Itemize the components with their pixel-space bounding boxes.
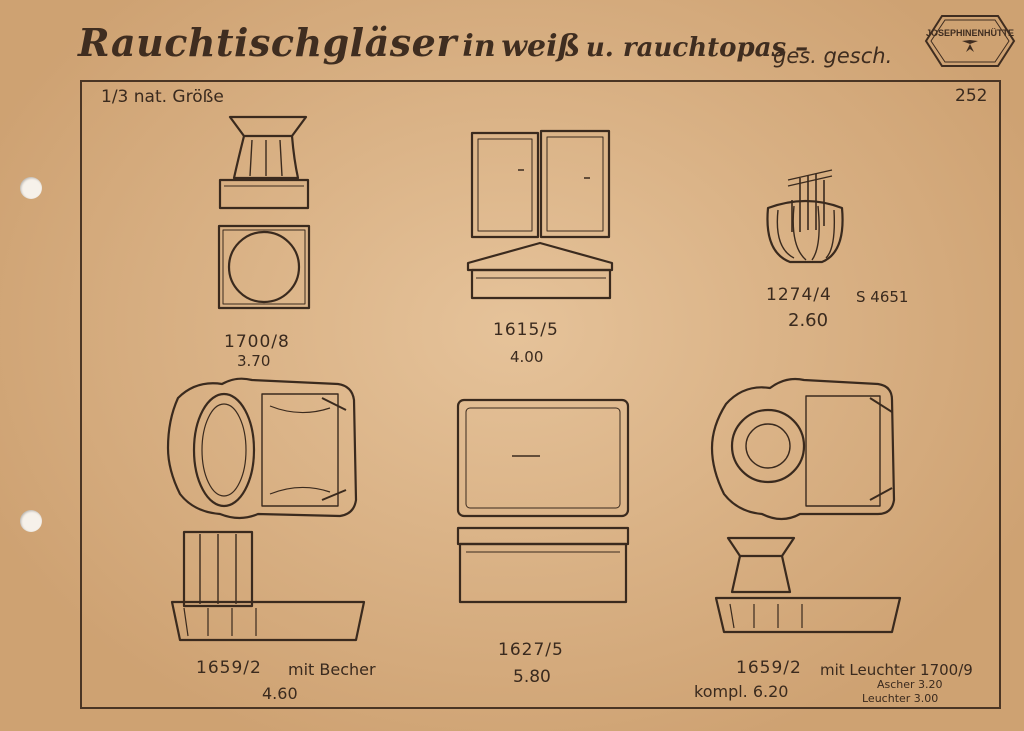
ashtray-1659-2-right — [710, 377, 896, 521]
item-part-price: Leuchter 3.00 — [862, 692, 939, 705]
item-number-1659-2-leuchter: 1659/2 — [736, 658, 802, 678]
item-price: 3.70 — [237, 352, 271, 370]
item-price: 2.60 — [788, 310, 829, 331]
item-price: 4.60 — [262, 684, 298, 703]
item-code: S 4651 — [856, 288, 909, 306]
title-word: weiß — [501, 29, 581, 64]
item-number-1659-2: 1659/2 — [196, 658, 262, 678]
punch-hole — [20, 510, 42, 532]
content-frame — [80, 80, 1001, 709]
item-total-price: kompl. 6.20 — [694, 682, 789, 701]
item-price: 4.00 — [510, 348, 544, 366]
page-number: 252 — [955, 86, 988, 106]
box-1627-5-elevation — [456, 526, 630, 604]
title-word: in — [462, 29, 496, 64]
item-number-1627-5: 1627/5 — [498, 640, 564, 660]
page-subtitle: ges. gesch. — [773, 44, 893, 68]
punch-hole — [20, 177, 42, 199]
item-number-1615-5: 1615/5 — [493, 320, 559, 340]
item-description: mit Becher — [288, 660, 376, 679]
cigarette-holder-1274-4 — [766, 169, 844, 264]
item-part-price: Ascher 3.20 — [877, 678, 943, 691]
candlestick-1700-8-elevation — [218, 115, 310, 210]
box-1615-5-elevation — [466, 241, 614, 300]
seal-text: JOSEPHINENHÜTTE — [926, 28, 1014, 38]
box-1627-5-plan — [456, 398, 630, 518]
item-description: mit Leuchter 1700/9 — [820, 661, 973, 679]
ashtray-1659-2-with-cup-elevation — [170, 530, 366, 642]
candlestick-1700-8-plan — [217, 224, 311, 310]
josephinenhuette-seal: JOSEPHINENHÜTTE — [924, 15, 1016, 67]
box-1615-5-plan — [470, 129, 611, 239]
scale-note: 1/3 nat. Größe — [101, 87, 224, 107]
ashtray-1659-2-with-candlestick-elevation — [714, 536, 902, 634]
title-word: Rauchtischgläser — [78, 20, 457, 65]
item-number-1274-4: 1274/4 — [766, 285, 832, 305]
title-word: u. rauchtopas – — [585, 33, 809, 63]
page-title: Rauchtischgläser in weiß u. rauchtopas – — [78, 20, 808, 65]
item-price: 5.80 — [513, 667, 551, 687]
ashtray-1659-2-left — [166, 377, 358, 520]
item-number-1700-8: 1700/8 — [224, 332, 290, 352]
